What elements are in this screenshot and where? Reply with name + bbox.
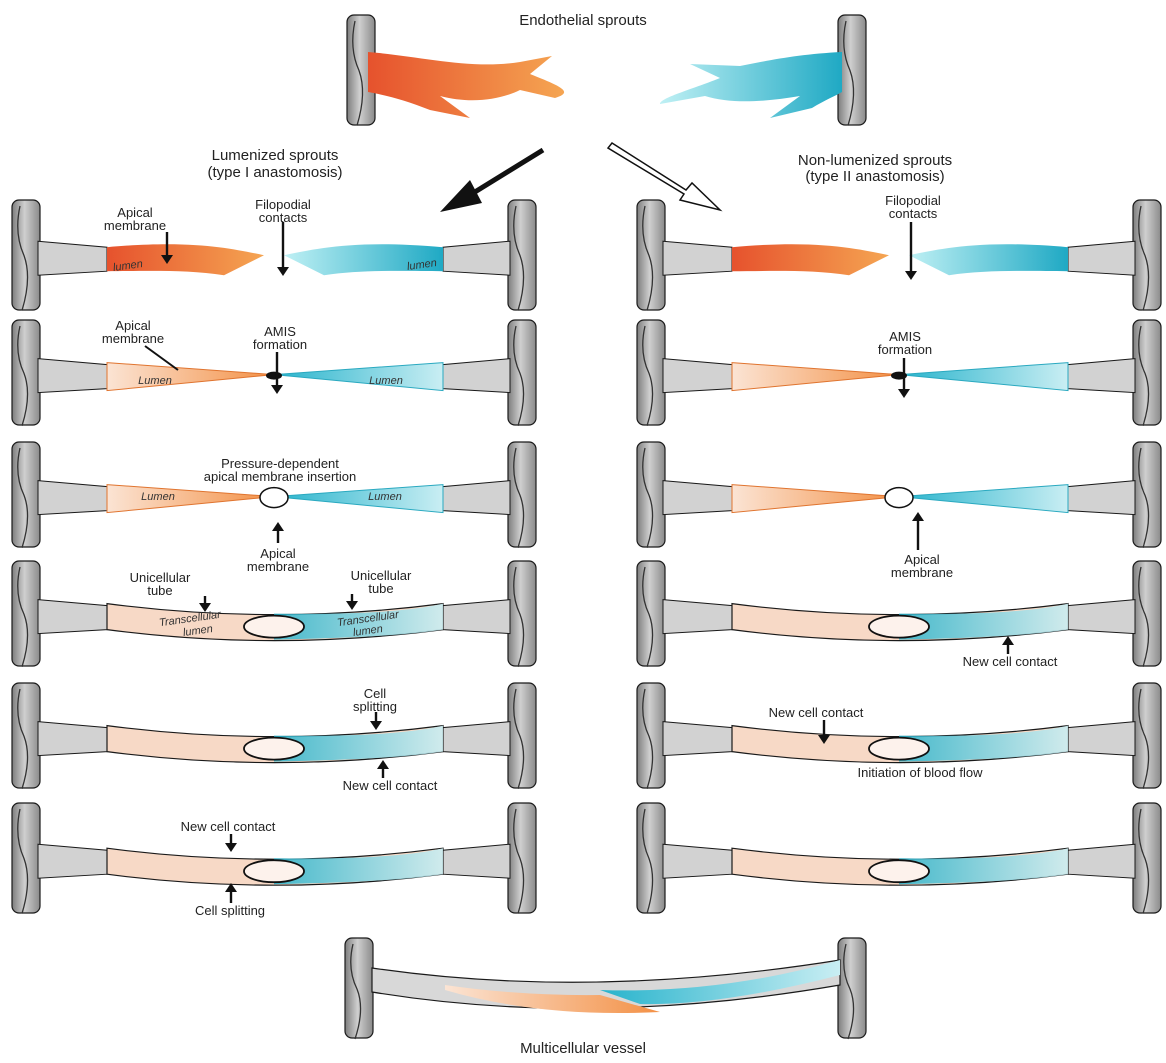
r-row6-cell-contact <box>869 860 929 882</box>
final-vessel-group <box>345 938 866 1039</box>
r1-filopodial-arrow-head <box>905 271 917 280</box>
r2-amis-2: formation <box>855 342 955 357</box>
l6-cell-splitting: Cell splitting <box>150 903 310 918</box>
r1-filopodial-2: contacts <box>858 206 968 221</box>
r-row3-orange-cell <box>732 485 899 513</box>
r4-new-contact: New cell contact <box>920 654 1100 669</box>
r-row4-stub-left <box>663 600 732 634</box>
l6-contact-arrow-head <box>225 843 237 852</box>
l4-unicellular-b-arrow-head <box>346 601 358 610</box>
r-row5-cell-contact <box>869 738 929 760</box>
l4-unicellular-a2: tube <box>115 583 205 598</box>
l1-filopodial-2: contacts <box>228 210 338 225</box>
r-row1-stub-left <box>663 241 732 275</box>
l-row2-stub-right <box>443 359 510 393</box>
l-row1-stub-right <box>443 241 510 275</box>
l5-split-2: splitting <box>335 699 415 714</box>
cyan-sprout <box>660 52 842 118</box>
right-header-line2: (type II anastomosis) <box>750 168 1000 185</box>
r3-apical-arrow-head <box>912 512 924 521</box>
l2-amis-arrow-head <box>271 385 283 394</box>
r-row1-orange-sprout <box>732 244 889 275</box>
l6-new-contact: New cell contact <box>128 819 328 834</box>
l3-lumen-a: Lumen <box>128 490 188 505</box>
r-row3-stub-right <box>1068 481 1135 515</box>
orange-sprout <box>368 52 564 118</box>
r-row2-cyan-cell <box>899 363 1068 391</box>
l-row3-apical-bubble <box>260 488 288 508</box>
arrow-right-hollow <box>608 143 720 210</box>
l-row3-stub-left <box>38 481 107 515</box>
l-row4-cell-contact <box>244 616 304 638</box>
l-row2-stub-left <box>38 359 107 393</box>
l-row5-stub-left <box>38 722 107 756</box>
l5-split-arrow-head <box>370 721 382 730</box>
r-row1-stub-right <box>1068 241 1135 275</box>
left-header-line1: Lumenized sprouts <box>150 147 400 164</box>
l-row6-stub-right <box>443 844 510 878</box>
r-row6-stub-left <box>663 844 732 878</box>
l1-apical-2: membrane <box>90 218 180 233</box>
l1-filopodial-arrow-head <box>277 267 289 276</box>
r-row3-apical-bubble <box>885 488 913 508</box>
top-sprouts-group <box>347 15 866 126</box>
l5-contact-arrow-head <box>377 760 389 769</box>
l3-apical-arrow-head <box>272 522 284 531</box>
r-row1-cyan-sprout <box>909 244 1068 275</box>
l-row1-stub-left <box>38 241 107 275</box>
r-row2-stub-right <box>1068 359 1135 393</box>
l2-lumen-a: Lumen <box>125 374 185 389</box>
arrows-group <box>440 143 720 212</box>
r-row6-stub-right <box>1068 844 1135 878</box>
l-row6-stub-left <box>38 844 107 878</box>
right-header-line1: Non-lumenized sprouts <box>750 152 1000 169</box>
l2-apical-2: membrane <box>88 331 178 346</box>
r-row3-cyan-cell <box>899 485 1068 513</box>
l5-new-contact: New cell contact <box>300 778 480 793</box>
l3-pressure-2: apical membrane insertion <box>170 469 390 484</box>
r-row3-stub-left <box>663 481 732 515</box>
r-row5-stub-right <box>1068 722 1135 756</box>
l-row3-stub-right <box>443 481 510 515</box>
footer-multicellular-vessel: Multicellular vessel <box>478 1040 688 1057</box>
r-row4-cell-contact <box>869 616 929 638</box>
l-row5-stub-right <box>443 722 510 756</box>
l-row5-cell-contact <box>244 738 304 760</box>
r2-amis-arrow-head <box>898 389 910 398</box>
l2-lumen-b: Lumen <box>356 374 416 389</box>
r3-apical-2: membrane <box>872 565 972 580</box>
r-row2-stub-left <box>663 359 732 393</box>
title-endothelial-sprouts: Endothelial sprouts <box>478 12 688 29</box>
l2-amis-2: formation <box>230 337 330 352</box>
l-row6-cell-contact <box>244 860 304 882</box>
l-row4-stub-left <box>38 600 107 634</box>
r-row5-stub-left <box>663 722 732 756</box>
arrow-left-shaft <box>470 150 543 195</box>
r-row2-orange-cell <box>732 363 899 391</box>
r5-blood-flow: Initiation of blood flow <box>800 765 1040 780</box>
r-row4-stub-right <box>1068 600 1135 634</box>
r5-new-contact: New cell contact <box>726 705 906 720</box>
l3-apical-2: membrane <box>228 559 328 574</box>
l-row2-amis-dot <box>266 372 282 380</box>
left-header-line2: (type I anastomosis) <box>150 164 400 181</box>
l3-lumen-b: Lumen <box>355 490 415 505</box>
l4-unicellular-b2: tube <box>336 581 426 596</box>
r4-contact-arrow-head <box>1002 636 1014 645</box>
l-row4-stub-right <box>443 600 510 634</box>
arrow-left-head <box>440 180 482 212</box>
